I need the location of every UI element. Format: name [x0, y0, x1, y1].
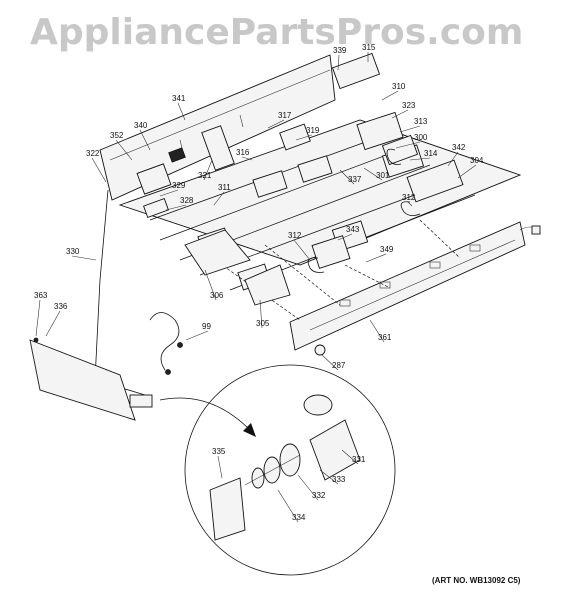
callout-leader-333 — [319, 469, 339, 485]
callout-leader-319 — [295, 134, 313, 141]
callout-300: 300 — [414, 133, 428, 142]
callout-342: 342 — [452, 143, 466, 152]
art-number: (ART NO. WB13092 C5) — [432, 576, 521, 585]
callout-leader-352 — [115, 139, 133, 161]
callout-343: 343 — [346, 225, 360, 234]
spark-module — [136, 52, 464, 218]
callout-leader-312 — [407, 201, 413, 207]
callout-349: 349 — [380, 245, 394, 254]
callout-312: 312 — [402, 193, 416, 202]
watermark: AppliancePartsPros.com — [30, 12, 524, 53]
callout-leader-304 — [457, 164, 477, 179]
callout-leader-334 — [277, 489, 299, 523]
callout-leader-363 — [35, 299, 41, 337]
callout-leader-317 — [267, 119, 285, 129]
front-control-panel — [289, 221, 541, 351]
callout-319: 319 — [306, 126, 320, 135]
callout-leader-301 — [363, 167, 383, 181]
callout-labels: 339 315 310 323 341 317 313 300 340 352 319 314 342 3… — [34, 43, 484, 523]
callout-leader-361 — [369, 319, 385, 343]
callout-leader-323 — [391, 109, 409, 119]
callout-leader-336 — [45, 310, 61, 337]
callout-leader-341 — [177, 102, 186, 121]
callout-341: 341 — [172, 94, 186, 103]
callout-leader-331 — [341, 449, 359, 465]
callout-310: 310 — [392, 82, 406, 91]
callout-328: 328 — [180, 196, 194, 205]
callout-leader-306 — [204, 269, 217, 301]
callout-333: 333 — [332, 475, 346, 484]
callout-287: 287 — [332, 361, 346, 370]
callout-361: 361 — [378, 333, 392, 342]
callout-leader-332 — [297, 474, 319, 501]
callout-313: 313 — [414, 117, 428, 126]
callout-leader-322 — [91, 157, 107, 183]
bottom-tray — [29, 337, 153, 421]
callout-leader-330 — [71, 255, 97, 261]
callout-331: 331 — [352, 455, 366, 464]
burner-supports — [184, 229, 326, 356]
ignition-wires — [307, 148, 421, 273]
callout-leader-340 — [139, 129, 151, 151]
callout-leader-342 — [447, 151, 459, 167]
callout-330: 330 — [66, 247, 80, 256]
callout-335: 335 — [212, 447, 226, 456]
callout-leader-287 — [321, 354, 339, 371]
callout-314: 314 — [424, 149, 438, 158]
callout-leader-300 — [395, 141, 421, 149]
detail-view — [184, 364, 396, 576]
callout-leader-314 — [409, 157, 431, 161]
callout-340: 340 — [134, 121, 148, 130]
callout-leader-349 — [365, 253, 387, 263]
callout-leader-339 — [337, 54, 340, 71]
callout-leader-311 — [213, 191, 225, 206]
callout-306: 306 — [210, 291, 224, 300]
callout-leader-337 — [339, 169, 355, 185]
callout-363: 363 — [34, 291, 48, 300]
callout-321: 321 — [198, 171, 212, 180]
callout-317: 317 — [278, 111, 292, 120]
callout-334: 334 — [292, 513, 306, 522]
callout-leader-335 — [217, 455, 223, 479]
callout-305: 305 — [256, 319, 270, 328]
callout-leader-321 — [203, 159, 213, 181]
callout-316: 316 — [236, 148, 250, 157]
callout-leader-328 — [165, 204, 187, 211]
callout-301: 301 — [376, 171, 390, 180]
callout-leader-310 — [381, 90, 399, 101]
callout-leader-343 — [337, 233, 353, 241]
callout-leader-313 — [399, 125, 421, 133]
callout-329: 329 — [172, 181, 186, 190]
callout-312: 312 — [288, 231, 302, 240]
gas-line-tube — [94, 189, 146, 396]
callout-323: 323 — [402, 101, 416, 110]
callout-99: 99 — [202, 322, 211, 331]
callout-leader-329 — [159, 189, 179, 197]
callout-311: 311 — [218, 183, 231, 192]
callout-332: 332 — [312, 491, 326, 500]
callout-336: 336 — [54, 302, 68, 311]
callout-339: 339 — [333, 46, 347, 55]
callout-leader-316 — [241, 156, 253, 161]
wire-bundle — [149, 312, 183, 375]
detail-arrow — [159, 397, 256, 437]
callout-leader-99 — [185, 330, 209, 341]
callout-337: 337 — [348, 175, 362, 184]
callout-leader-305 — [259, 299, 263, 329]
callout-352: 352 — [110, 131, 124, 140]
callout-304: 304 — [470, 156, 484, 165]
callout-315: 315 — [362, 43, 376, 52]
callout-leader-312 — [293, 239, 311, 261]
callout-322: 322 — [86, 149, 100, 158]
